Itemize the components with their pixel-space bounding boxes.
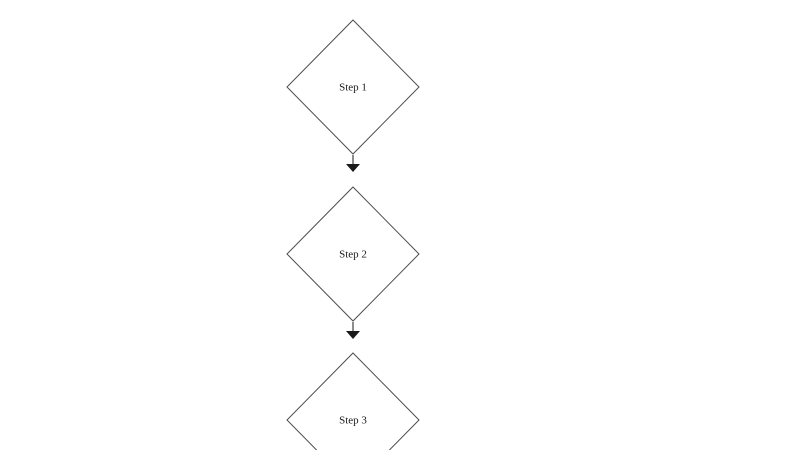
diamond-shape[interactable]: [286, 186, 420, 322]
diamond-shape[interactable]: [286, 352, 420, 450]
diamond-shape[interactable]: [286, 19, 420, 155]
flow-node-step-3[interactable]: Step 3: [286, 352, 420, 450]
connector-step-1-to-step-2: [346, 155, 360, 172]
connector-step-2-to-step-3: [346, 322, 360, 339]
arrowhead-down-icon: [346, 164, 360, 172]
flow-node-label: Step 1: [339, 82, 367, 94]
flow-node-step-1[interactable]: Step 1: [286, 19, 420, 155]
flow-node-step-2[interactable]: Step 2: [286, 186, 420, 322]
flow-node-label: Step 2: [339, 249, 367, 261]
arrowhead-down-icon: [346, 331, 360, 339]
flow-node-label: Step 3: [339, 415, 367, 427]
